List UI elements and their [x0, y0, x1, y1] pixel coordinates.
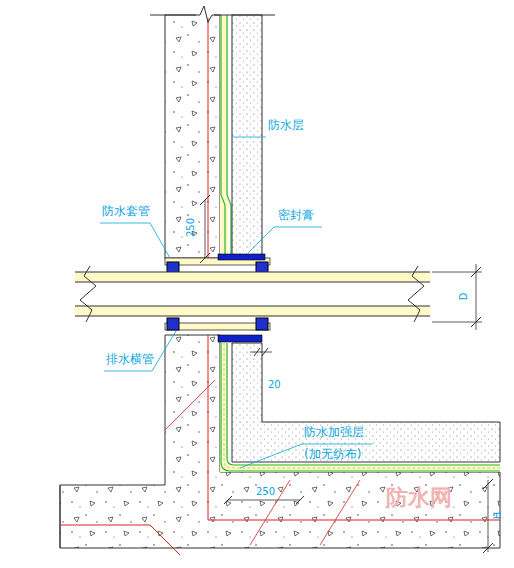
dimension-value: 250	[256, 486, 275, 497]
material-label: 排水横管	[106, 353, 154, 366]
watermark: 防水网	[386, 486, 452, 510]
dimension-value: 250	[185, 218, 196, 237]
material-label: 防水层	[268, 119, 304, 132]
material-label: 防水套管	[102, 205, 150, 218]
material-label: 密封膏	[278, 209, 314, 222]
dimension-value: H	[492, 512, 503, 520]
material-label: 防水加强层	[304, 426, 364, 439]
material-label: (加无纺布)	[304, 448, 361, 461]
dimension-value: D	[458, 293, 469, 301]
dimension-value: 20	[268, 379, 281, 390]
